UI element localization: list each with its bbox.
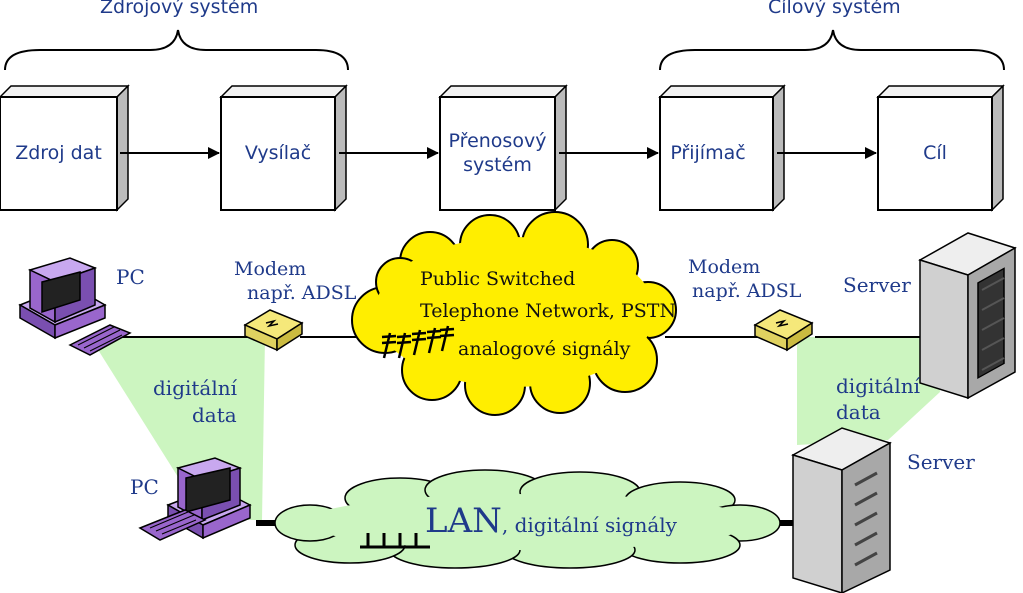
digital-data-left-label-2: data [192,403,237,427]
lan-sublabel: , digitální signály [501,513,677,537]
pc-top-label: PC [116,265,145,289]
block-receiver [658,84,786,212]
server-bottom-icon [791,427,892,593]
telephone-poles-icon [381,325,455,359]
source-system-title: Zdrojový systém [100,0,259,18]
block-label-destination: Cíl [923,141,947,164]
block-transmission-system [438,84,568,212]
block-label-source-data: Zdroj dat [15,141,102,164]
block-label-transmitter: Vysílač [244,141,312,164]
modem-right-label-1: Modem [688,256,761,278]
server-top-icon [918,232,1017,400]
pstn-label-2: Telephone Network, PSTN [420,300,677,322]
server-top-label: Server [843,273,911,297]
block-label-receiver: Přijímač [670,141,746,164]
modem-left-label-1: Modem [234,258,307,280]
modem-right-label-2: např. ADSL [692,280,802,302]
target-system-title: Cílový systém [768,0,901,18]
pstn-label-1: Public Switched [420,268,576,290]
target-group-brace [659,29,1005,71]
lan-label: LAN [425,501,502,541]
digital-data-left-label-1: digitální [153,376,238,400]
digital-data-right-label-1: digitální [836,374,921,398]
modem-left-label-2: např. ADSL [247,282,357,304]
block-transmitter [219,84,348,212]
block-label-transmission-system: Přenosový systém [448,129,547,176]
modem-right-icon [753,309,814,352]
digital-data-right-label-2: data [836,400,881,424]
pc-top-icon [18,257,132,356]
server-bottom-label: Server [907,450,975,474]
modem-left-icon [243,309,304,352]
block-destination [876,84,1005,212]
lan-title: LAN, digitální signály [425,500,677,543]
pstn-cloud [351,211,677,416]
source-group-brace [4,29,349,71]
digital-data-area-right [797,337,940,445]
pc-bottom-icon [138,457,252,541]
lan-bus-icon [360,533,430,549]
pc-bottom-label: PC [130,475,159,499]
pstn-label-3: analogové signály [458,338,631,360]
block-source-data [0,84,130,212]
